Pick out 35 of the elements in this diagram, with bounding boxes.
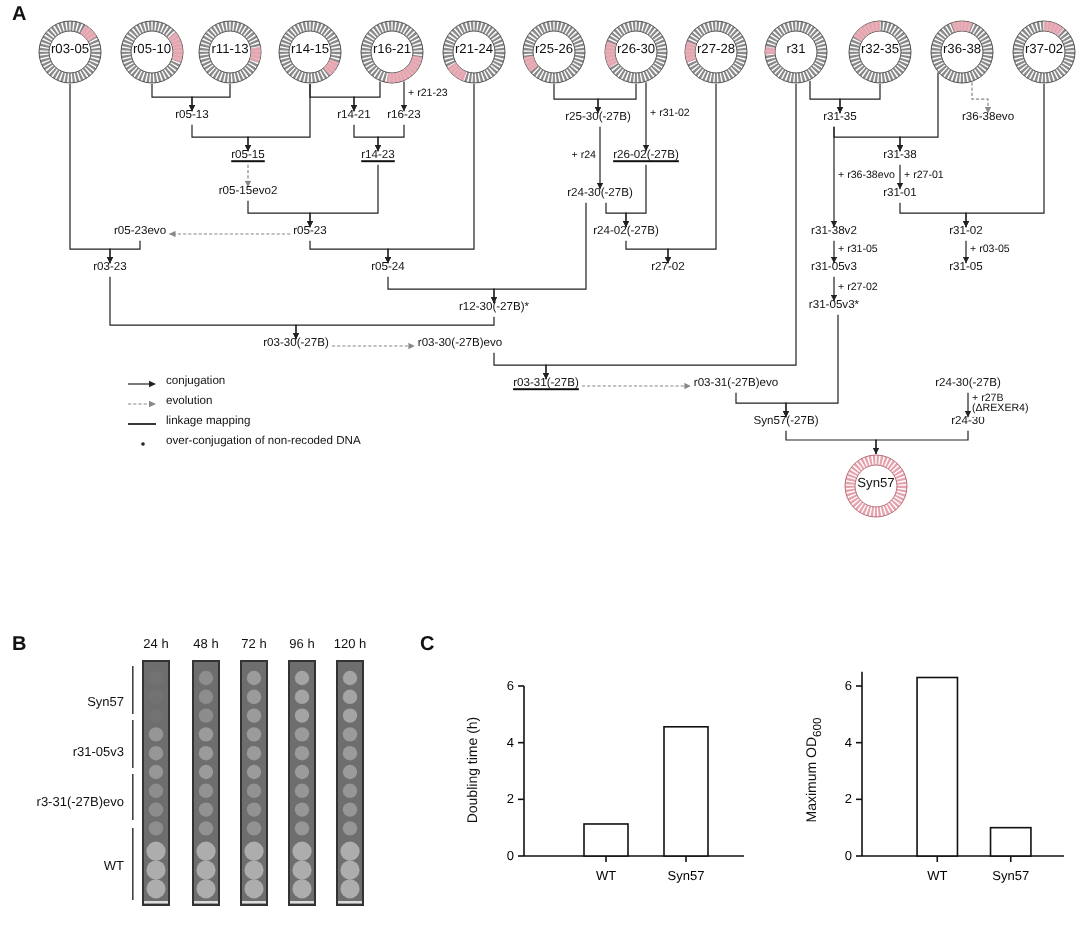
arrow	[830, 240, 838, 264]
panel-letter: A	[12, 6, 27, 26]
arrow	[872, 430, 969, 455]
panel-letter: B	[12, 636, 27, 656]
arrow	[188, 83, 231, 112]
arrow	[350, 81, 381, 112]
arrow	[400, 81, 408, 112]
dashed-arrow	[244, 164, 252, 188]
arrow	[374, 124, 405, 152]
dashed-arrow	[581, 382, 692, 390]
arrow	[244, 83, 311, 152]
arrow	[836, 83, 881, 114]
arrow	[384, 83, 475, 264]
arrow	[594, 83, 637, 114]
arrow	[542, 83, 797, 380]
arrow	[962, 83, 1045, 228]
arrow	[962, 240, 970, 264]
arrow	[292, 316, 495, 340]
dashed-arrow	[331, 342, 416, 350]
arrow	[896, 72, 939, 152]
dashed-arrow	[971, 81, 992, 114]
arrow	[830, 126, 838, 228]
arrow	[490, 202, 587, 304]
dashed-arrow	[168, 230, 291, 238]
arrow	[782, 314, 839, 418]
arrow	[964, 392, 972, 418]
panel-letter: C	[420, 636, 435, 656]
arrow	[306, 164, 379, 228]
arrow	[106, 240, 141, 264]
arrow	[830, 276, 838, 302]
arrow	[642, 81, 650, 152]
arrow	[664, 83, 717, 264]
arrow	[596, 126, 604, 190]
arrow	[896, 164, 904, 190]
arrow	[622, 164, 647, 228]
